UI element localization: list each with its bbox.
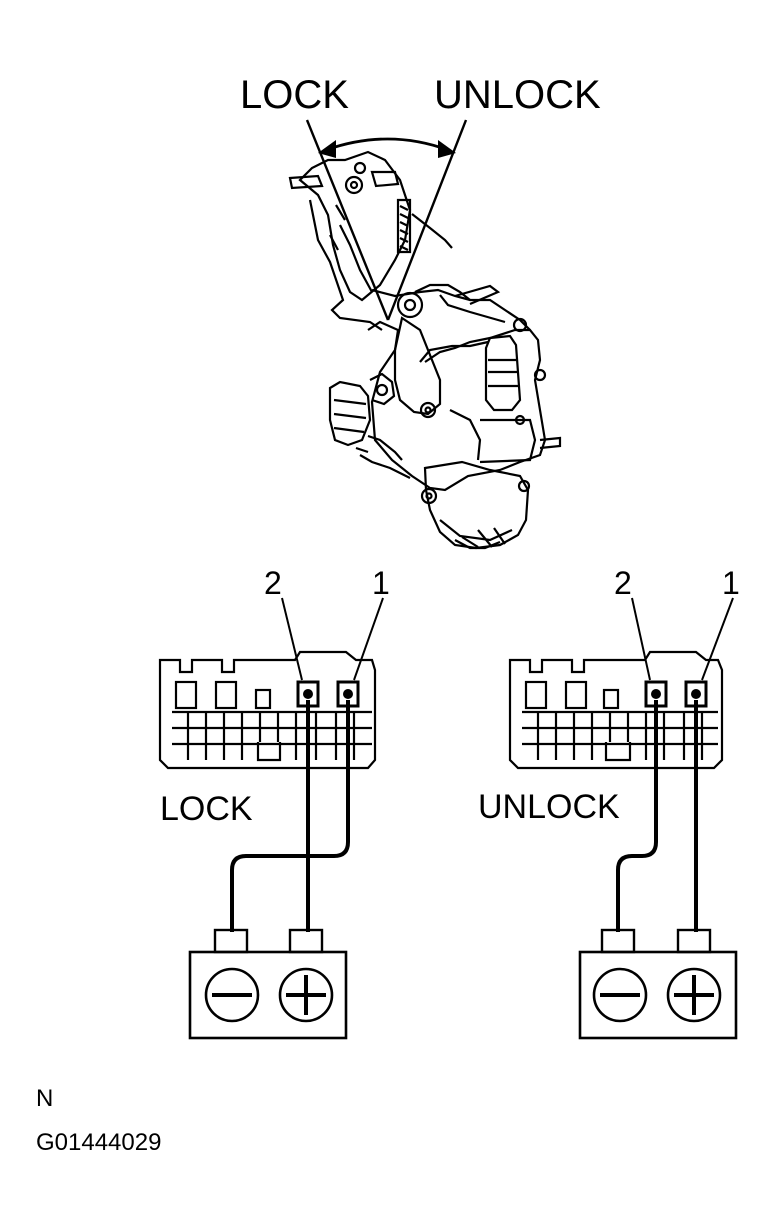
actuator-lock-label: LOCK [240,73,349,117]
unlock-test-label: UNLOCK [478,788,620,826]
actuator-illustration [288,150,562,550]
actuator-unlock-label: UNLOCK [434,73,601,117]
lock-pin-2-label: 2 [264,565,282,601]
lock-wires [230,700,350,932]
lock-pin-leaders [281,597,384,681]
figure-id: G01444029 [36,1129,161,1156]
lock-test-label: LOCK [160,790,253,828]
minus-terminal-icon [204,967,260,1023]
plus-terminal-icon [278,967,334,1023]
lock-connector [158,650,377,770]
minus-terminal-icon [592,967,648,1023]
unlock-wires [616,700,698,932]
unlock-pin-2-label: 2 [614,565,632,601]
view-letter: N [36,1085,53,1112]
double-arrow-icon [318,137,456,158]
lock-battery [188,928,348,1040]
plus-terminal-icon [666,967,722,1023]
unlock-pin-1-label: 1 [722,565,740,601]
unlock-connector [508,650,724,770]
unlock-pin-leaders [631,597,734,681]
lock-pin-1-label: 1 [372,565,390,601]
unlock-battery [578,928,738,1040]
